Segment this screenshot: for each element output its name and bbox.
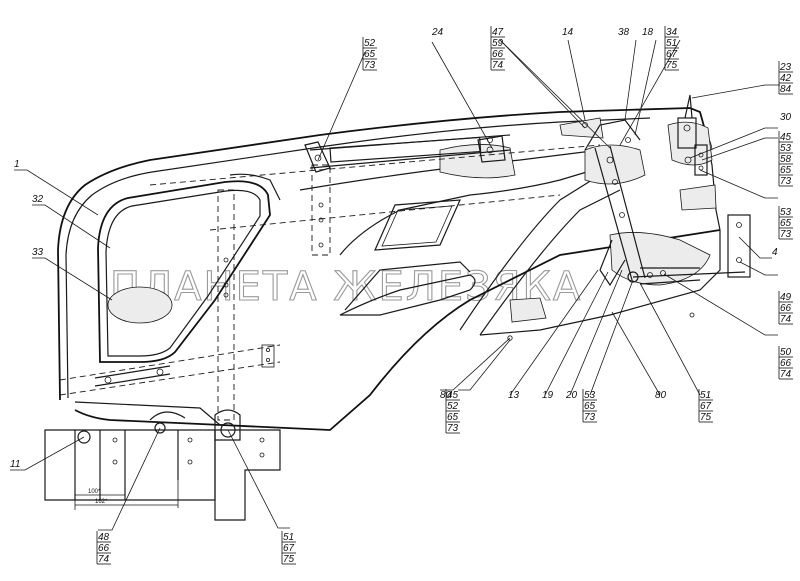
callout-c18: 18 xyxy=(642,27,654,38)
callout-number: 75 xyxy=(700,412,712,423)
callout-number: 74 xyxy=(780,369,792,380)
callout-number: 59 xyxy=(492,38,504,49)
callout-number: 65 xyxy=(364,49,376,60)
callout-number: 33 xyxy=(32,247,44,258)
callout-number: 45 xyxy=(780,132,792,143)
callout-number: 30 xyxy=(780,112,792,123)
callout-number: 34 xyxy=(666,27,678,38)
callout-number: 19 xyxy=(542,390,554,401)
callout-number: 24 xyxy=(431,27,444,38)
callout-number: 84 xyxy=(780,84,792,95)
callout-number: 66 xyxy=(780,358,792,369)
callout-number: 66 xyxy=(780,303,792,314)
callout-number: 52 xyxy=(447,401,459,412)
callout-number: 11 xyxy=(10,459,20,470)
callout-number: 18 xyxy=(642,27,654,38)
callout-number: 74 xyxy=(780,314,792,325)
callout-number: 75 xyxy=(666,60,678,71)
floor-frame: 100* 162* xyxy=(44,409,281,521)
callout-number: 65 xyxy=(447,412,459,423)
callout-number: 65 xyxy=(780,165,792,176)
dimension-100: 100* xyxy=(88,489,101,495)
callout-number: 53 xyxy=(780,207,792,218)
watermark-text: ПЛАНЕТА ЖЕЛЕЗЯКА xyxy=(110,264,582,310)
callout-c24: 24 xyxy=(431,27,444,38)
callout-number: 66 xyxy=(492,49,504,60)
callout-number: 14 xyxy=(562,27,574,38)
callout-number: 50 xyxy=(780,347,792,358)
callout-number: 73 xyxy=(780,229,792,240)
callout-number: 65 xyxy=(584,401,596,412)
callout-number: 53 xyxy=(584,390,596,401)
callout-number: 4 xyxy=(772,247,778,258)
roof-strut xyxy=(149,134,601,231)
callout-c1: 1 xyxy=(14,159,20,170)
callout-number: 20 xyxy=(565,390,578,401)
callout-c13: 13 xyxy=(508,390,520,401)
callout-number: 58 xyxy=(780,154,792,165)
callout-number: 47 xyxy=(492,27,504,38)
callout-number: 48 xyxy=(98,532,110,543)
callout-c20: 20 xyxy=(565,390,578,401)
callout-c11: 11 xyxy=(10,459,20,470)
callout-number: 1 xyxy=(14,159,20,170)
callout-c38: 38 xyxy=(618,27,630,38)
callout-number: 67 xyxy=(700,401,712,412)
callout-number: 74 xyxy=(98,554,110,565)
callout-number: 74 xyxy=(492,60,504,71)
callout-c80b: 80 xyxy=(655,390,667,401)
callout-number: 73 xyxy=(447,423,459,434)
callout-number: 51 xyxy=(283,532,294,543)
callout-number: 32 xyxy=(32,194,44,205)
callout-c33: 33 xyxy=(32,247,44,258)
callout-number: 52 xyxy=(364,38,376,49)
vertical-brackets xyxy=(59,164,331,421)
callout-number: 65 xyxy=(780,218,792,229)
callout-number: 42 xyxy=(780,73,792,84)
callout-number: 67 xyxy=(283,543,295,554)
callout-number: 66 xyxy=(98,543,110,554)
callout-number: 80 xyxy=(655,390,667,401)
callout-number: 67 xyxy=(666,49,678,60)
callout-c4: 4 xyxy=(772,247,778,258)
callout-number: 51 xyxy=(700,390,711,401)
callout-c14: 14 xyxy=(562,27,574,38)
callout-number: 51 xyxy=(666,38,677,49)
callout-number: 73 xyxy=(780,176,792,187)
callout-number: 73 xyxy=(584,412,596,423)
callout-c30: 30 xyxy=(780,112,792,123)
callout-number: 49 xyxy=(780,292,792,303)
callout-number: 75 xyxy=(283,554,295,565)
leader-lines xyxy=(10,39,780,531)
callout-number: 53 xyxy=(780,143,792,154)
cab-panel xyxy=(57,107,721,431)
callout-c19: 19 xyxy=(542,390,554,401)
callout-c32: 32 xyxy=(32,194,44,205)
callout-number: 23 xyxy=(779,62,792,73)
callout-number: 73 xyxy=(364,60,376,71)
callout-number: 45 xyxy=(447,390,459,401)
callout-number: 13 xyxy=(508,390,520,401)
callout-number: 38 xyxy=(618,27,630,38)
dimension-162: 162* xyxy=(95,499,108,505)
